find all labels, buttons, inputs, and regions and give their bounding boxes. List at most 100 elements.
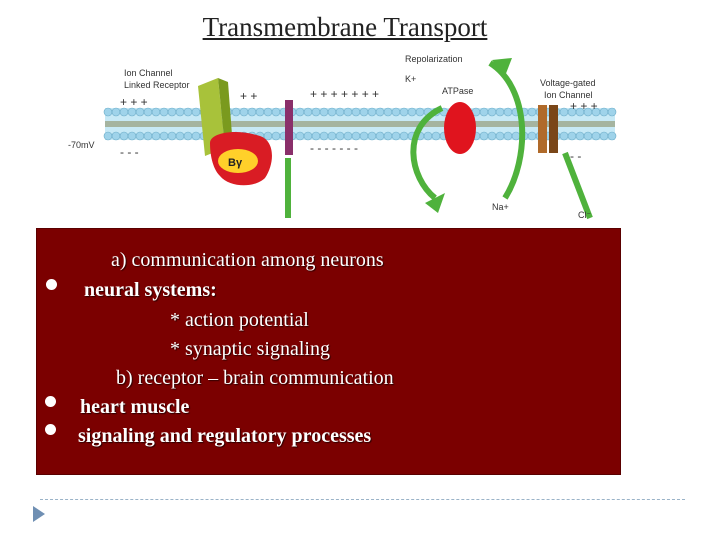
lipid-head <box>191 107 201 117</box>
lipid-head <box>151 131 161 141</box>
lipid-head <box>407 107 417 117</box>
lipid-head <box>527 131 537 141</box>
lipid-head <box>183 107 193 117</box>
lipid-head <box>255 107 265 117</box>
svg-text:- - - - - - -: - - - - - - - <box>310 141 358 155</box>
lipid-head <box>103 131 113 141</box>
lipid-head <box>343 131 353 141</box>
lipid-head <box>119 107 129 117</box>
item-synaptic-signaling: * synaptic signaling <box>170 338 330 360</box>
lipid-head <box>159 131 169 141</box>
lipid-head <box>343 107 353 117</box>
membrane-diagram: Bγ + + + + + + + + + + + + + + + - - - -… <box>68 54 617 220</box>
repolarization-label: Repolarization <box>405 54 463 64</box>
lipid-head <box>327 107 337 117</box>
svg-text:+ + +: + + + <box>120 95 148 109</box>
lipid-head <box>415 107 425 117</box>
bullet-2 <box>45 396 56 407</box>
svg-text:+ + +: + + + <box>570 99 598 113</box>
lipid-head <box>399 107 409 117</box>
lipid-head <box>247 107 257 117</box>
lipid-head <box>487 131 497 141</box>
lipid-head <box>351 131 361 141</box>
bullet-3 <box>45 424 56 435</box>
lipid-head <box>495 107 505 117</box>
lipid-head <box>607 131 617 141</box>
lipid-head <box>399 131 409 141</box>
lipid-head <box>367 107 377 117</box>
lipid-head <box>311 131 321 141</box>
svg-text:- - -: - - - <box>120 145 139 159</box>
lipid-head <box>167 107 177 117</box>
lipid-head <box>271 107 281 117</box>
lipid-head <box>143 131 153 141</box>
lipid-head <box>303 107 313 117</box>
lipid-head <box>111 107 121 117</box>
lipid-head <box>335 107 345 117</box>
lipid-head <box>375 131 385 141</box>
na-ion-label: Na+ <box>492 202 509 212</box>
lipid-head <box>359 107 369 117</box>
item-a: a) communication among neurons <box>111 249 384 271</box>
voltage-gated-label: Voltage-gated <box>540 78 596 88</box>
lipid-head <box>135 107 145 117</box>
lipid-head <box>143 107 153 117</box>
ion-channel-2-label: Ion Channel <box>544 90 593 100</box>
svg-text:- -: - - <box>570 149 581 163</box>
voltage-gated-channel <box>538 105 547 153</box>
lipid-head <box>103 107 113 117</box>
lipid-head <box>599 131 609 141</box>
lipid-head <box>383 131 393 141</box>
lipid-head <box>431 131 441 141</box>
lipid-head <box>527 107 537 117</box>
item-heart-muscle: heart muscle <box>80 396 190 418</box>
lipid-head <box>175 131 185 141</box>
ion-channel-label: Ion Channel <box>124 68 173 78</box>
lipid-head <box>295 131 305 141</box>
lipid-head <box>159 107 169 117</box>
lipid-head <box>119 131 129 141</box>
lipid-head <box>351 107 361 117</box>
channel-marker <box>285 100 293 155</box>
membrane-potential-label: -70mV <box>68 140 95 150</box>
svg-text:+ + + + + + +: + + + + + + + <box>310 87 379 101</box>
lipid-head <box>479 107 489 117</box>
lipid-head <box>327 131 337 141</box>
lipid-head <box>191 131 201 141</box>
item-b: b) receptor – brain communication <box>116 367 394 389</box>
lipid-head <box>127 131 137 141</box>
next-slide-arrow-icon[interactable] <box>33 506 45 522</box>
lipid-head <box>319 131 329 141</box>
lipid-head <box>559 131 569 141</box>
item-neural-systems: neural systems: <box>84 279 217 301</box>
lipid-head <box>607 107 617 117</box>
item-action-potential: * action potential <box>170 309 309 331</box>
lipid-head <box>559 107 569 117</box>
lipid-head <box>495 131 505 141</box>
lipid-head <box>503 131 513 141</box>
b-gamma-label: Bγ <box>228 157 243 169</box>
content-panel: a) communication among neurons neural sy… <box>36 228 621 475</box>
page-title: Transmembrane Transport <box>202 12 488 42</box>
bullet-1 <box>46 279 57 290</box>
slide-divider <box>40 499 685 500</box>
lipid-head <box>575 131 585 141</box>
atpase-pump <box>444 102 476 154</box>
lipid-head <box>263 107 273 117</box>
lipid-head <box>175 107 185 117</box>
lipid-head <box>391 107 401 117</box>
lipid-head <box>375 107 385 117</box>
lipid-head <box>391 131 401 141</box>
lipid-head <box>567 131 577 141</box>
item-signaling: signaling and regulatory processes <box>78 425 372 447</box>
lipid-head <box>319 107 329 117</box>
charge-signs: + + + + + + + + + + + + + + + - - - - - … <box>120 87 598 163</box>
lipid-head <box>335 131 345 141</box>
lipid-head <box>311 107 321 117</box>
lipid-head <box>359 131 369 141</box>
linked-receptor-label: Linked Receptor <box>124 80 190 90</box>
lipid-head <box>367 131 377 141</box>
lipid-head <box>271 131 281 141</box>
lipid-head <box>383 107 393 117</box>
lipid-head <box>591 131 601 141</box>
